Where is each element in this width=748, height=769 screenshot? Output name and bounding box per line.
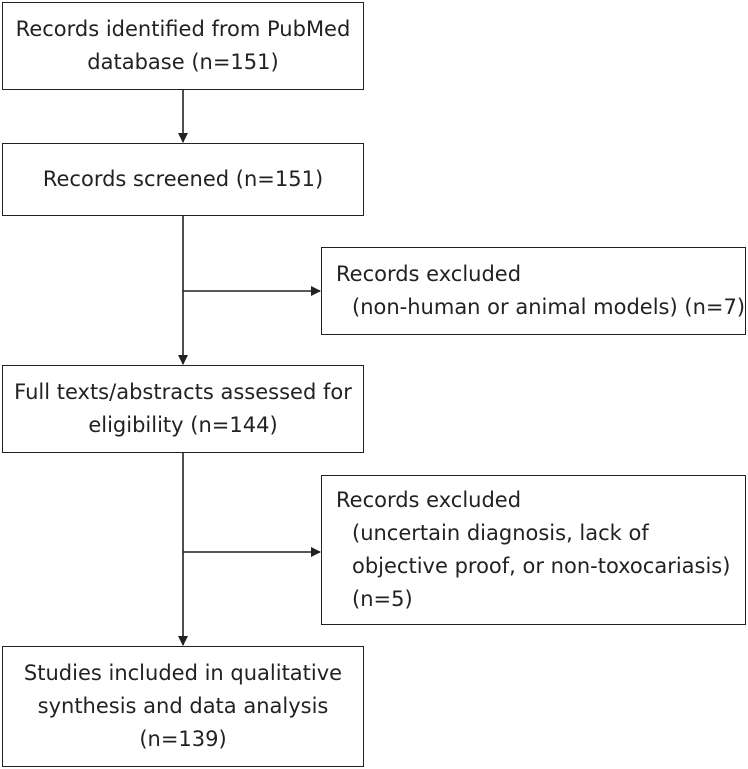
- records-excluded-1-heading: Records excluded: [336, 262, 522, 286]
- records-excluded-box-2: Records excluded (uncertain diagnosis, l…: [321, 475, 746, 625]
- records-excluded-1-reason: (non-human or animal models) (n=7): [352, 295, 746, 319]
- records-identified-line-2: database (n=151): [87, 50, 279, 74]
- records-excluded-box-1: Records excluded (non-human or animal mo…: [321, 247, 746, 335]
- records-screened-box: Records screened (n=151): [2, 143, 364, 216]
- full-texts-assessed-box: Full texts/abstracts assessed for eligib…: [2, 365, 364, 453]
- studies-included-line-3: (n=139): [139, 727, 227, 751]
- full-texts-assessed-line-2: eligibility (n=144): [88, 413, 278, 437]
- studies-included-box: Studies included in qualitative synthesi…: [2, 646, 364, 767]
- records-identified-box: Records identified from PubMed database …: [2, 2, 364, 90]
- studies-included-line-2: synthesis and data analysis: [37, 694, 329, 718]
- records-identified-line-1: Records identified from PubMed: [15, 17, 351, 41]
- records-screened-line-1: Records screened (n=151): [42, 167, 324, 191]
- records-excluded-2-reason-line-1: (uncertain diagnosis, lack of: [352, 521, 649, 545]
- records-excluded-2-reason-line-2: objective proof, or non-toxocariasis): [352, 554, 731, 578]
- records-excluded-2-heading: Records excluded: [336, 488, 522, 512]
- studies-included-line-1: Studies included in qualitative: [23, 661, 343, 685]
- full-texts-assessed-line-1: Full texts/abstracts assessed for: [14, 380, 352, 404]
- records-excluded-2-count: (n=5): [352, 587, 413, 611]
